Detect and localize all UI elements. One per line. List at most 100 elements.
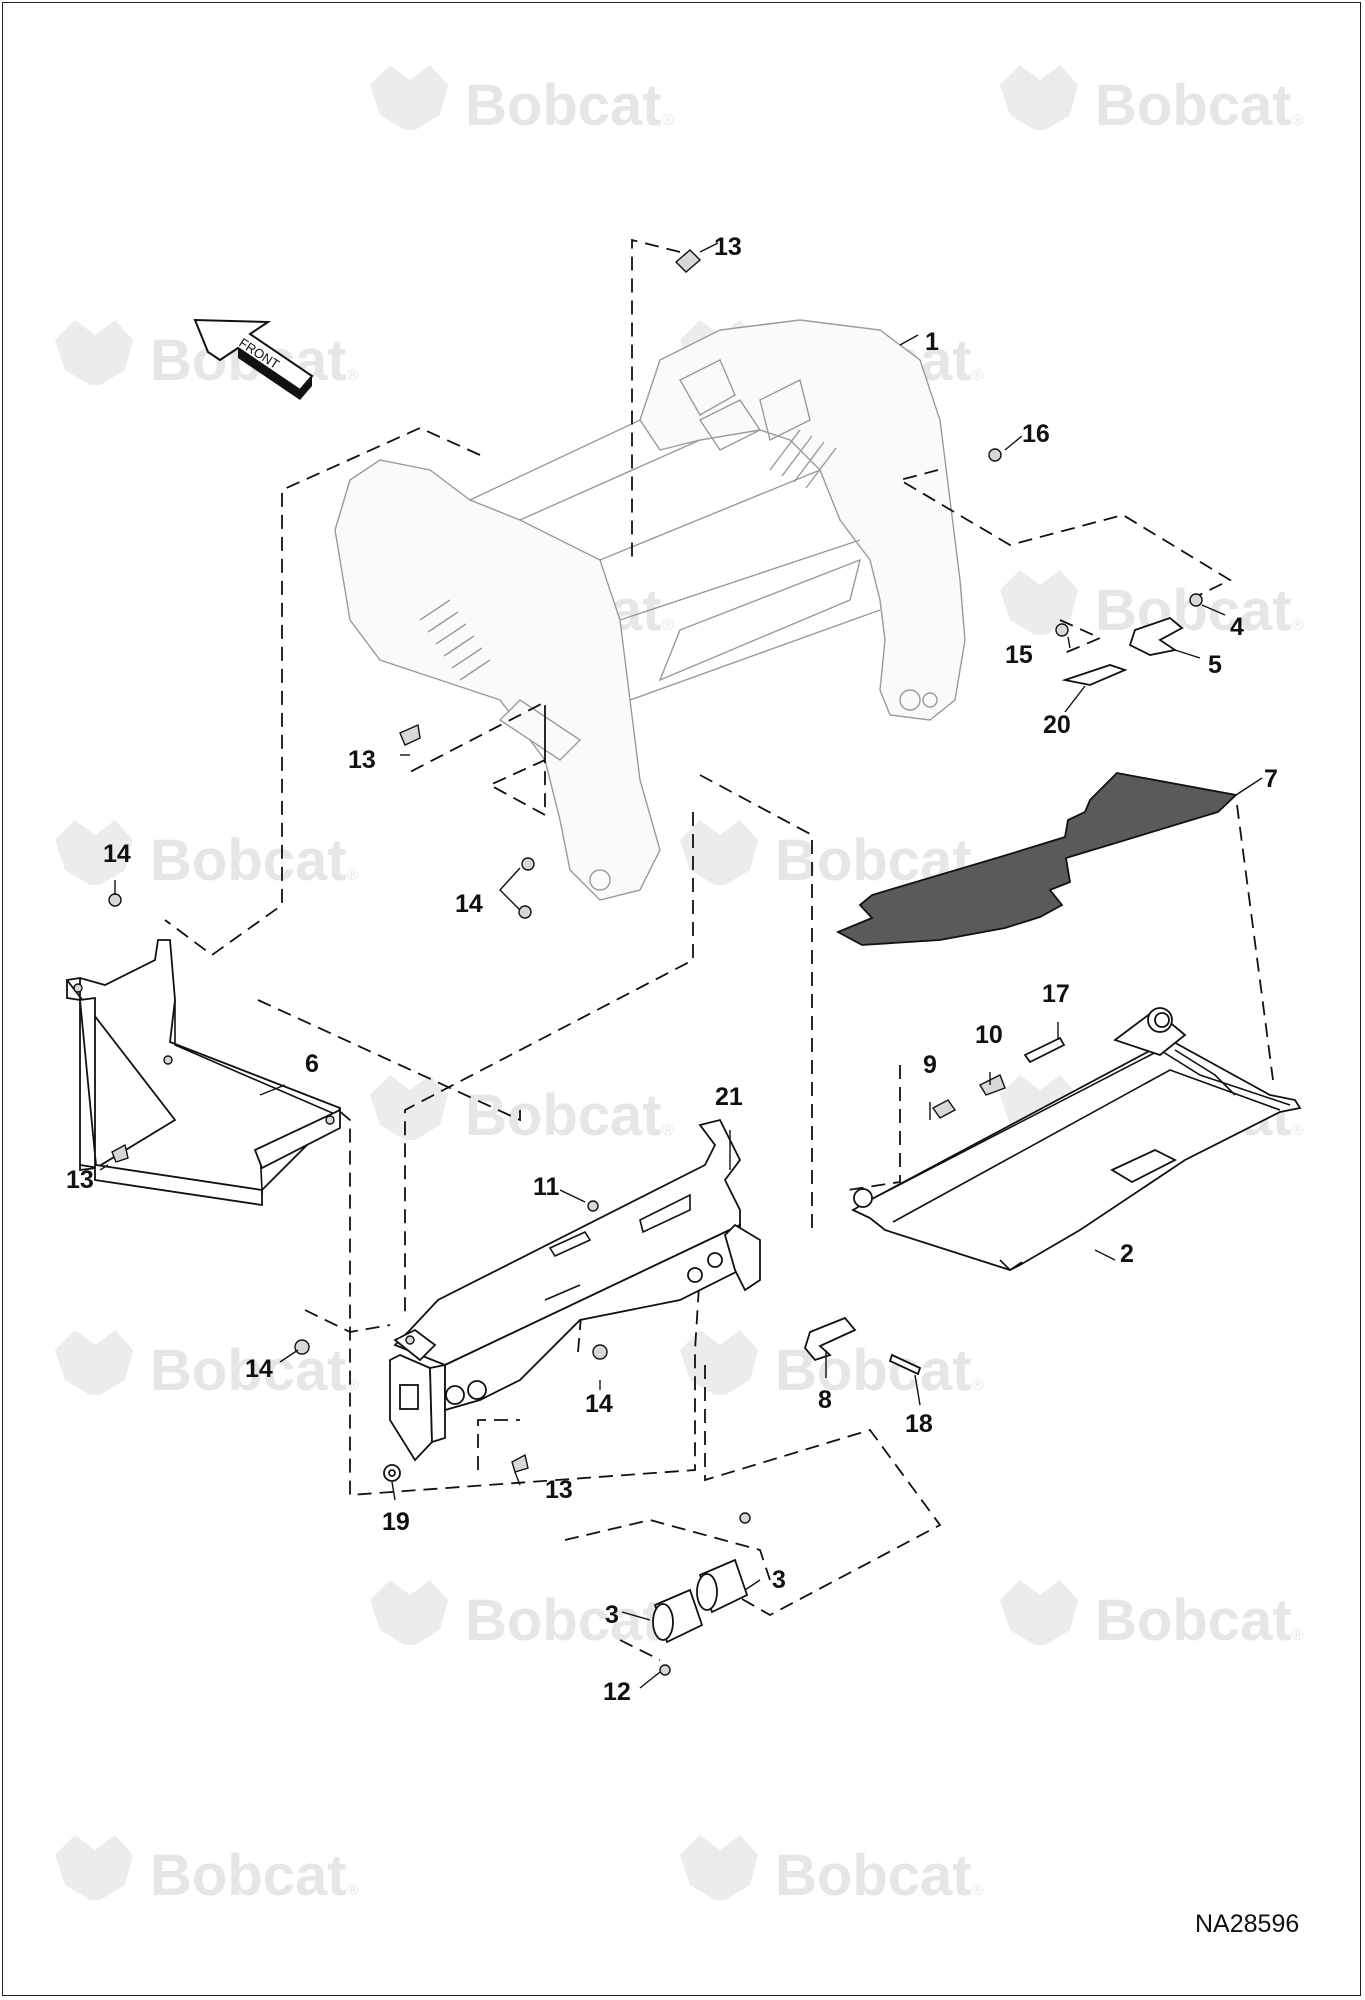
bolt-icon	[888, 1353, 922, 1376]
nut-icon	[521, 857, 535, 871]
main-frame-ghost	[334, 319, 966, 901]
watermark-registered-mark: ®	[1292, 112, 1304, 129]
callout-13-left: 13	[66, 1166, 94, 1194]
watermark-registered-mark: ®	[662, 617, 674, 634]
bushing-icon	[931, 1099, 957, 1119]
callout-14-frame: 14	[455, 890, 483, 918]
callout-18: 18	[905, 1410, 933, 1438]
watermark-text: Bobcat	[1095, 1588, 1292, 1653]
callout-9: 9	[923, 1051, 937, 1079]
callout-13-mid: 13	[348, 746, 376, 774]
latch-icon	[1128, 616, 1184, 656]
left-bracket	[65, 939, 342, 1207]
bobcat-watermark: Bobcat®	[55, 1330, 359, 1403]
watermark-registered-mark: ®	[1292, 617, 1304, 634]
nut-icon	[294, 1339, 310, 1355]
watermark-registered-mark: ®	[662, 1122, 674, 1139]
callout-labels: 13 1 16 4 5 15 20 7 13 14 14 6 13 21 11 …	[66, 233, 1278, 1706]
callout-11: 11	[533, 1173, 560, 1201]
callout-10: 10	[975, 1021, 1003, 1049]
callout-20: 20	[1043, 711, 1071, 739]
bobcat-logo-icon	[55, 1835, 133, 1900]
callout-21: 21	[715, 1083, 743, 1111]
watermark-text: Bobcat	[465, 73, 662, 138]
watermark-text: Bobcat	[465, 1083, 662, 1148]
hardware	[108, 249, 1203, 1676]
nut-icon	[1189, 593, 1203, 607]
screw-icon	[674, 249, 702, 273]
watermark-registered-mark: ®	[972, 1377, 984, 1394]
screw-icon	[111, 1143, 129, 1163]
watermark-layer: Bobcat®Bobcat®Bobcat®Bobcat®Bobcat®Bobca…	[55, 65, 1304, 1908]
leader-lines	[99, 242, 1263, 1689]
nut-icon	[1055, 623, 1069, 637]
bolt-icon	[1023, 1036, 1066, 1064]
bobcat-logo-icon	[1000, 1580, 1078, 1645]
bushing-icon	[979, 1074, 1006, 1096]
callout-6: 6	[305, 1050, 319, 1078]
bobcat-watermark: Bobcat®	[680, 820, 984, 893]
bobcat-watermark: Bobcat®	[680, 1330, 984, 1403]
callout-1: 1	[925, 328, 939, 356]
watermark-text: Bobcat	[1095, 73, 1292, 138]
seat-tray	[851, 1007, 1302, 1272]
mounting-plate	[389, 1118, 761, 1462]
nut-icon	[108, 893, 122, 907]
watermark-registered-mark: ®	[347, 1882, 359, 1899]
nut-icon	[587, 1200, 599, 1212]
screw-icon	[511, 1453, 529, 1473]
bobcat-logo-icon	[680, 1330, 758, 1395]
bobcat-watermark: Bobcat®	[370, 1580, 674, 1653]
callout-13-top: 13	[714, 233, 742, 261]
floor-mat-body	[835, 772, 1238, 946]
bobcat-watermark: Bobcat®	[1000, 65, 1304, 138]
watermark-registered-mark: ®	[662, 112, 674, 129]
callout-4: 4	[1230, 613, 1244, 641]
nut-icon	[739, 1512, 751, 1524]
watermark-text: Bobcat	[465, 1588, 662, 1653]
callout-8: 8	[818, 1386, 832, 1414]
callout-2: 2	[1120, 1240, 1134, 1268]
callout-15: 15	[1005, 641, 1033, 669]
callout-14-left: 14	[103, 840, 131, 868]
callout-14-lower-left: 14	[245, 1355, 273, 1383]
nut-icon	[988, 448, 1002, 462]
bobcat-logo-icon	[680, 820, 758, 885]
watermark-text: Bobcat	[150, 1843, 347, 1908]
watermark-text: Bobcat	[150, 828, 347, 893]
bobcat-watermark: Bobcat®	[55, 820, 359, 893]
bobcat-watermark: Bobcat®	[1000, 570, 1304, 643]
bobcat-watermark: Bobcat®	[370, 65, 674, 138]
callout-3-left: 3	[605, 1601, 619, 1629]
callout-19: 19	[382, 1508, 410, 1536]
bobcat-watermark: Bobcat®	[1000, 1580, 1304, 1653]
bobcat-logo-icon	[55, 320, 133, 385]
bobcat-logo-icon	[55, 1330, 133, 1395]
nut-icon	[592, 1344, 608, 1360]
watermark-registered-mark: ®	[347, 367, 359, 384]
assembly-lines	[159, 238, 1274, 1661]
callout-5: 5	[1208, 651, 1222, 679]
watermark-registered-mark: ®	[347, 1377, 359, 1394]
bobcat-logo-icon	[55, 820, 133, 885]
bobcat-logo-icon	[370, 1580, 448, 1645]
watermark-registered-mark: ®	[1292, 1122, 1304, 1139]
bobcat-watermark: Bobcat®	[680, 1835, 984, 1908]
screw-icon	[659, 1664, 671, 1676]
watermark-text: Bobcat	[775, 1843, 972, 1908]
watermark-registered-mark: ®	[347, 867, 359, 884]
watermark-text: Bobcat	[150, 1338, 347, 1403]
nut-icon	[518, 905, 532, 919]
callout-7: 7	[1264, 765, 1278, 793]
bobcat-watermark: Bobcat®	[370, 1075, 674, 1148]
callout-13-bottom: 13	[545, 1476, 573, 1504]
pin-icon	[803, 1316, 857, 1362]
callout-17: 17	[1042, 980, 1070, 1008]
watermark-registered-mark: ®	[1292, 1627, 1304, 1644]
watermark-registered-mark: ®	[972, 1882, 984, 1899]
callout-3-right: 3	[772, 1566, 786, 1594]
callout-16: 16	[1022, 420, 1050, 448]
bobcat-logo-icon	[680, 1835, 758, 1900]
callout-12: 12	[603, 1678, 631, 1706]
